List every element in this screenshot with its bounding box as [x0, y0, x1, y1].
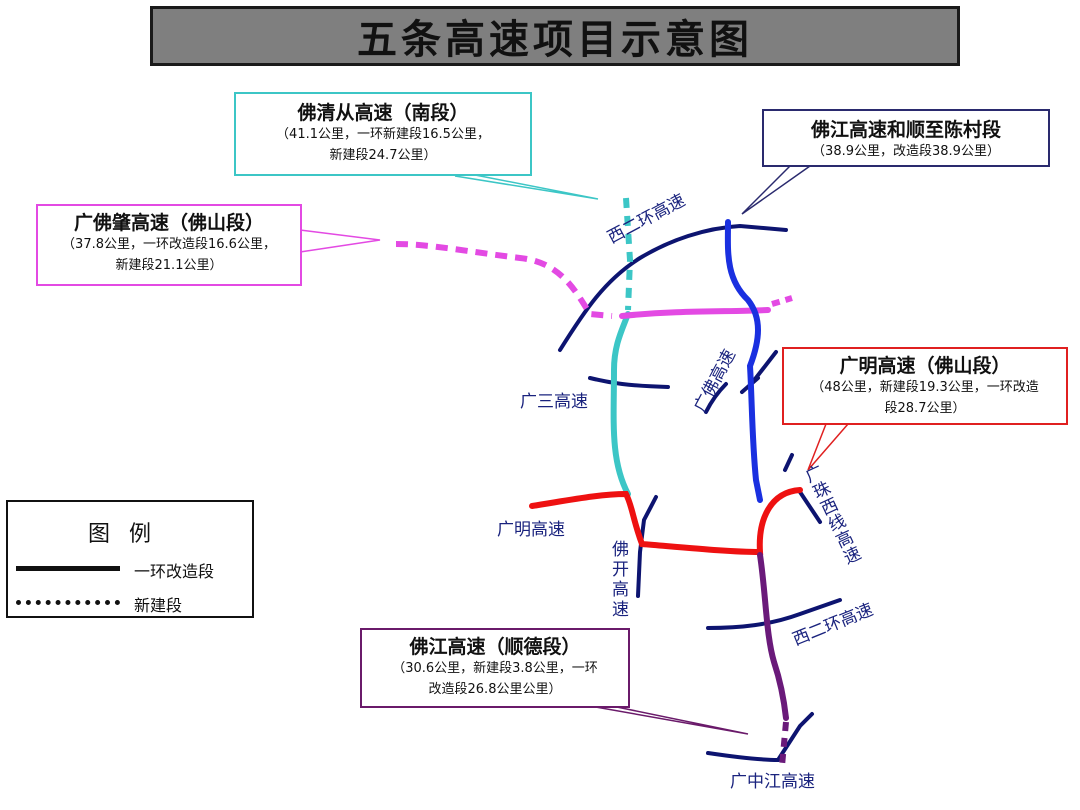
callout-guangfozhao: 广佛肇高速（佛山段） （37.8公里，一环改造段16.6公里， 新建段21.1公… [36, 204, 302, 286]
road-fojiang-shunde-dotted [779, 721, 789, 767]
road-foqingcong-solid [610, 311, 631, 497]
road-label-fokai: 佛开高速 [612, 540, 629, 620]
callout-pointer-foqingcong [454, 173, 599, 200]
road-guangzhu-west [783, 453, 794, 472]
callout-pointer-guangming [807, 423, 849, 471]
callout-fojiang-shunde: 佛江高速（顺德段） （30.6公里，新建段3.8公里，一环 改造段26.8公里公… [360, 628, 630, 708]
callout-fojiang-heshun-detail-1: （38.9公里，改造段38.9公里） [812, 144, 1000, 159]
callout-guangming-detail-2: 段28.7公里） [884, 400, 966, 416]
callout-guangming-title: 广明高速（佛山段） [839, 355, 1011, 377]
callout-fojiang-heshun-title: 佛江高速和顺至陈村段 [810, 119, 1001, 141]
callout-foqingcong-detail-2: 新建段24.7公里） [329, 147, 437, 163]
road-guangzhu-west-2 [798, 490, 822, 524]
road-guangzhongjiang [706, 712, 814, 763]
legend-dotted-label: 新建段 [134, 596, 183, 615]
road-xierhuan-top [558, 223, 788, 352]
callout-foqingcong: 佛清从高速（南段） （41.1公里，一环新建段16.5公里， 新建段24.7公里… [234, 92, 532, 176]
road-guangming [529, 487, 803, 556]
callout-fojiang-shunde-detail-2: 改造段26.8公里公里） [428, 681, 562, 697]
legend-dotted-line-swatch [16, 600, 120, 605]
callout-guangfozhao-detail-2: 新建段21.1公里） [115, 257, 223, 273]
map-legend: 图 例 一环改造段 新建段 [6, 500, 254, 618]
legend-solid-label: 一环改造段 [134, 562, 215, 581]
callout-guangfozhao-title: 广佛肇高速（佛山段） [73, 212, 264, 234]
legend-solid-line-swatch [16, 566, 120, 571]
road-guangfozhao-solid [619, 307, 771, 319]
callout-pointer-fojiang-heshun [741, 165, 811, 215]
callout-foqingcong-title: 佛清从高速（南段） [297, 102, 469, 124]
callout-pointer-fojiang-shunde [589, 705, 749, 735]
callout-pointer-guangfozhao [299, 229, 381, 253]
callout-fojiang-heshun: 佛江高速和顺至陈村段 （38.9公里，改造段38.9公里） [762, 109, 1050, 167]
callout-guangfozhao-detail-1: （37.8公里，一环改造段16.6公里， [62, 237, 276, 252]
road-fojiang-heshun [724, 219, 763, 503]
callout-guangming-detail-1: （48公里，新建段19.3公里，一环改造 [811, 380, 1039, 395]
road-guangfozhao-dotted-east [771, 295, 793, 307]
road-label-guangsan: 广三高速 [520, 392, 588, 412]
legend-title: 图 例 [88, 522, 157, 547]
callout-foqingcong-detail-1: （41.1公里，一环新建段16.5公里， [276, 127, 490, 142]
callout-fojiang-shunde-title: 佛江高速（顺德段） [409, 636, 581, 658]
callout-guangming: 广明高速（佛山段） （48公里，新建段19.3公里，一环改造 段28.7公里） [782, 347, 1068, 425]
map-title: 五条高速项目示意图 [150, 6, 960, 66]
road-xierhuan-bottom [706, 598, 842, 630]
road-guangsan [588, 376, 670, 389]
callout-fojiang-shunde-detail-1: （30.6公里，新建段3.8公里，一环 [392, 661, 598, 676]
road-label-guangzhongjiang: 广中江高速 [730, 772, 815, 792]
road-label-guangming: 广明高速 [497, 520, 565, 540]
road-guangfo-stub-1 [704, 382, 728, 414]
road-guangfozhao-dotted [395, 241, 613, 319]
road-fojiang-shunde-solid [757, 552, 789, 721]
road-foqingcong-dotted [623, 197, 634, 311]
